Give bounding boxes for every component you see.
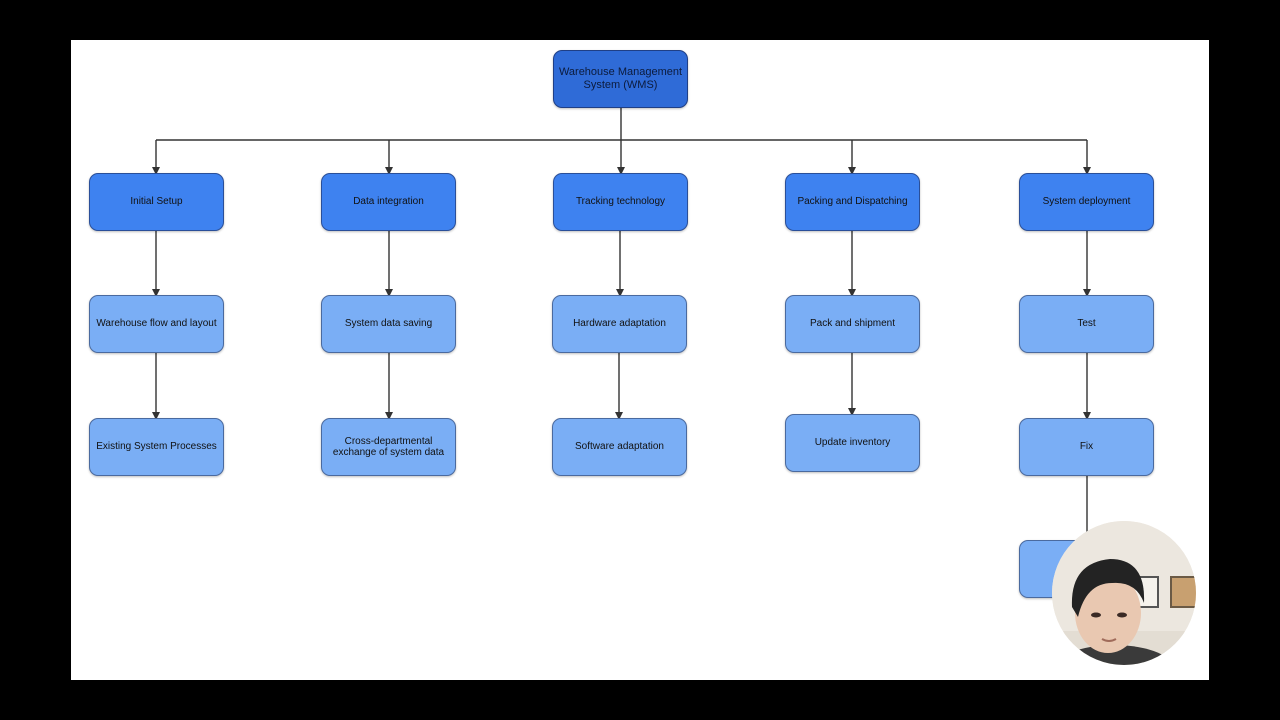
child-node: Pack and shipment xyxy=(785,295,920,353)
child-node: Hardware adaptation xyxy=(552,295,687,353)
branch-label: Packing and Dispatching xyxy=(797,196,908,208)
presenter-webcam xyxy=(1052,521,1196,665)
child-node: Fix xyxy=(1019,418,1154,476)
branch-node-system-deployment: System deployment xyxy=(1019,173,1154,231)
slide-canvas: Warehouse Management System (WMS) Initia… xyxy=(71,40,1209,680)
child-label: Hardware adaptation xyxy=(573,318,666,330)
branch-label: Data integration xyxy=(353,196,424,208)
child-label: Warehouse flow and layout xyxy=(96,318,217,330)
child-label: Existing System Processes xyxy=(96,441,217,453)
presenter-image xyxy=(1052,521,1196,665)
child-label: System data saving xyxy=(344,318,433,330)
branch-label: Initial Setup xyxy=(130,196,183,208)
child-label: Pack and shipment xyxy=(809,318,896,330)
child-node: Test xyxy=(1019,295,1154,353)
child-label: Fix xyxy=(1079,441,1094,453)
child-node: Software adaptation xyxy=(552,418,687,476)
child-label: Software adaptation xyxy=(575,441,664,453)
child-label: Update inventory xyxy=(814,437,891,449)
child-node: Update inventory xyxy=(785,414,920,472)
child-label: Test xyxy=(1077,318,1096,330)
child-node: Cross-departmental exchange of system da… xyxy=(321,418,456,476)
branch-node-tracking-technology: Tracking technology xyxy=(553,173,688,231)
child-node: System data saving xyxy=(321,295,456,353)
child-label: Cross-departmental exchange of system da… xyxy=(332,435,445,459)
child-node: Existing System Processes xyxy=(89,418,224,476)
connector-lines xyxy=(152,107,1091,540)
root-label: Warehouse Management System (WMS) xyxy=(558,66,683,91)
child-node: Warehouse flow and layout xyxy=(89,295,224,353)
branch-node-data-integration: Data integration xyxy=(321,173,456,231)
root-node: Warehouse Management System (WMS) xyxy=(553,50,688,108)
branch-node-packing-dispatching: Packing and Dispatching xyxy=(785,173,920,231)
branch-label: Tracking technology xyxy=(575,196,666,208)
branch-node-initial-setup: Initial Setup xyxy=(89,173,224,231)
branch-label: System deployment xyxy=(1042,196,1131,208)
